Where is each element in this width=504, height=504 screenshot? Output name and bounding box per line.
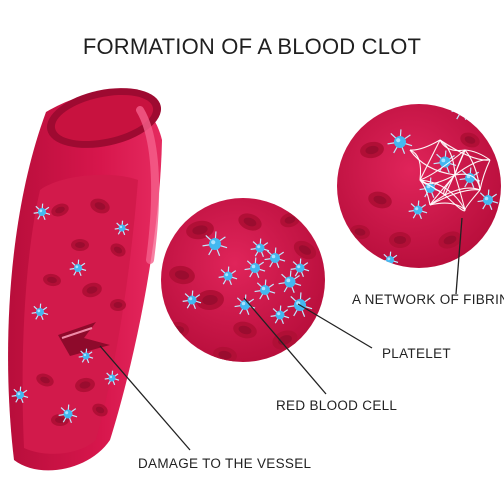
magnified-platelets-circle xyxy=(159,196,327,364)
fibrin-network xyxy=(409,139,491,212)
magnified-fibrin-circle xyxy=(335,102,503,270)
platelet xyxy=(182,290,202,310)
platelet xyxy=(264,247,286,268)
red-blood-cell xyxy=(51,203,69,217)
red-blood-cell xyxy=(460,132,480,148)
red-blood-cell xyxy=(51,414,69,426)
platelet xyxy=(69,259,87,277)
platelet xyxy=(11,386,29,404)
label-fibrin: A NETWORK OF FIBRIN xyxy=(352,292,504,307)
red-blood-cell xyxy=(293,240,317,260)
red-blood-cell xyxy=(75,377,95,393)
platelet xyxy=(477,189,499,210)
leader-line-fibrin xyxy=(455,217,463,295)
red-blood-cell xyxy=(350,224,370,240)
platelet xyxy=(270,305,290,325)
page-title: FORMATION OF A BLOOD CLOT xyxy=(82,34,422,59)
red-blood-cell xyxy=(110,299,126,311)
platelet xyxy=(408,200,428,220)
label-red-blood-cell: RED BLOOD CELL xyxy=(276,398,398,413)
platelet xyxy=(104,370,120,386)
red-blood-cell xyxy=(233,321,257,339)
platelet xyxy=(387,129,413,154)
platelet xyxy=(78,348,94,364)
red-blood-cell xyxy=(43,273,61,287)
platelet xyxy=(202,231,228,256)
leader-line-red-cell xyxy=(243,297,327,395)
red-blood-cell xyxy=(186,220,214,240)
platelet xyxy=(33,203,51,221)
red-blood-cell xyxy=(196,289,224,311)
platelet xyxy=(278,270,302,293)
red-blood-cell xyxy=(389,232,411,248)
platelet xyxy=(58,404,78,424)
platelet xyxy=(31,303,49,321)
platelet xyxy=(459,167,481,188)
red-blood-cell xyxy=(438,231,462,249)
platelet xyxy=(114,220,130,236)
leader-line-platelet xyxy=(297,303,373,349)
blood-vessel xyxy=(8,88,163,471)
red-blood-cell xyxy=(36,373,54,387)
red-blood-cell xyxy=(71,239,89,251)
red-blood-cell xyxy=(110,243,126,257)
platelet xyxy=(250,238,270,258)
platelet xyxy=(244,257,266,278)
platelet xyxy=(254,279,276,300)
leader-line-damage xyxy=(99,345,191,451)
red-blood-cell xyxy=(360,141,384,159)
vessel-damage xyxy=(58,322,110,356)
red-blood-cell xyxy=(82,282,102,298)
red-blood-cell xyxy=(90,198,110,214)
vessel-cells xyxy=(11,198,130,426)
red-blood-cell xyxy=(92,403,108,417)
platelet xyxy=(218,266,238,286)
red-blood-cell xyxy=(368,191,392,209)
red-blood-cell xyxy=(238,213,262,231)
label-damage: DAMAGE TO THE VESSEL xyxy=(138,456,312,471)
platelet xyxy=(290,258,310,278)
red-blood-cell xyxy=(169,265,195,285)
label-platelet: PLATELET xyxy=(382,346,451,361)
